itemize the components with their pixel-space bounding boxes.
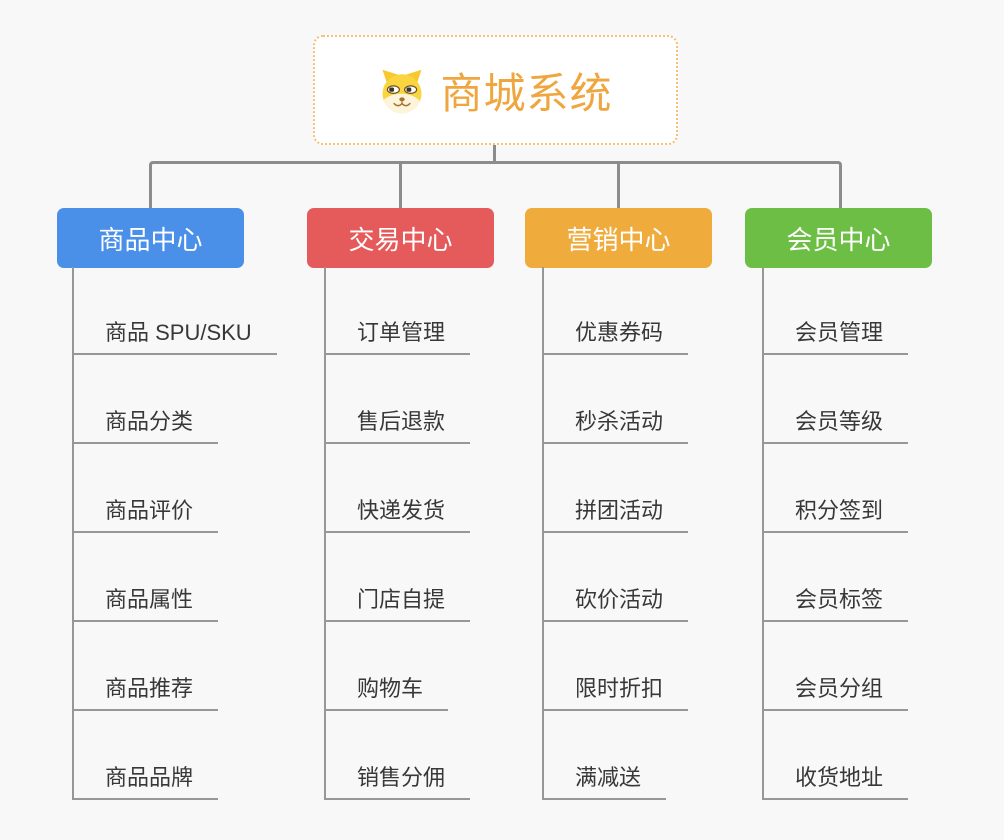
subtopic-item[interactable]: 商品属性	[72, 582, 219, 622]
subtopic-item[interactable]: 商品分类	[72, 404, 219, 444]
subtopic-item[interactable]: 商品 SPU/SKU	[72, 315, 277, 355]
subtopic-item[interactable]: 满减送	[542, 760, 667, 800]
connector-stub-trade	[399, 164, 402, 208]
subtopic-item[interactable]: 拼团活动	[542, 493, 689, 533]
subtopic-item[interactable]: 收货地址	[762, 760, 909, 800]
subtopic-item[interactable]: 砍价活动	[542, 582, 689, 622]
subtopic-item[interactable]: 会员管理	[762, 315, 909, 355]
connector-trunk-trade	[324, 267, 326, 800]
connector-elbow-left	[149, 161, 402, 212]
subtopic-item[interactable]: 会员标签	[762, 582, 909, 622]
root-topic-title: 商城系统	[440, 69, 613, 117]
subtopic-item[interactable]: 会员分组	[762, 671, 909, 711]
subtopic-item[interactable]: 商品评价	[72, 493, 219, 533]
subtopic-item[interactable]: 订单管理	[324, 315, 471, 355]
subtopic-item[interactable]: 积分签到	[762, 493, 909, 533]
doge-icon	[382, 69, 422, 114]
connector-trunk-goods	[72, 267, 74, 800]
subtopic-item[interactable]: 商品推荐	[72, 671, 219, 711]
branch-header-marketing-center[interactable]: 营销中心	[525, 208, 712, 268]
branch-header-goods-center[interactable]: 商品中心	[57, 208, 244, 268]
subtopic-item[interactable]: 销售分佣	[324, 760, 471, 800]
subtopic-item[interactable]: 限时折扣	[542, 671, 689, 711]
subtopic-item[interactable]: 秒杀活动	[542, 404, 689, 444]
subtopic-item[interactable]: 快递发货	[324, 493, 471, 533]
connector-trunk-member	[762, 267, 764, 800]
branch-header-trade-center[interactable]: 交易中心	[307, 208, 494, 268]
connector-stub-marketing	[617, 164, 620, 208]
connector-trunk-marketing	[542, 267, 544, 800]
root-topic[interactable]: 商城系统	[313, 35, 678, 145]
subtopic-item[interactable]: 门店自提	[324, 582, 471, 622]
subtopic-item[interactable]: 会员等级	[762, 404, 909, 444]
subtopic-item[interactable]: 购物车	[324, 671, 449, 711]
subtopic-item[interactable]: 优惠券码	[542, 315, 689, 355]
subtopic-item[interactable]: 商品品牌	[72, 760, 219, 800]
subtopic-item[interactable]: 售后退款	[324, 404, 471, 444]
connector-elbow-right	[399, 161, 842, 212]
branch-header-member-center[interactable]: 会员中心	[745, 208, 932, 268]
connector-root-stub	[493, 143, 496, 163]
